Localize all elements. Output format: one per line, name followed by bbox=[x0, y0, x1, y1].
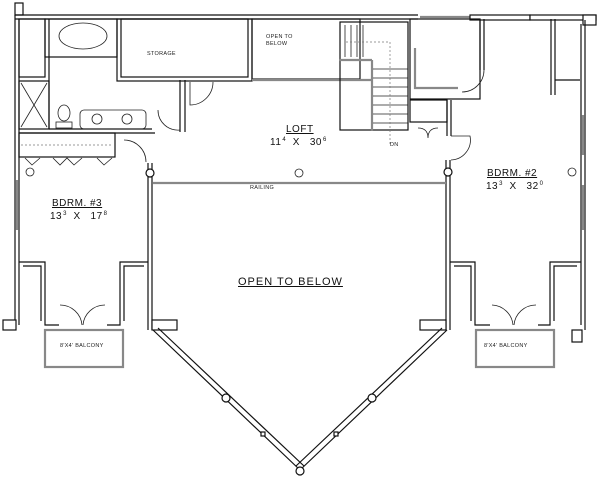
bdrm3-dim-b-in: 8 bbox=[103, 211, 108, 217]
bedroom2-walls bbox=[419, 261, 583, 369]
hall-closets bbox=[409, 18, 580, 161]
bedroom3-closet bbox=[18, 132, 577, 177]
open-to-below-main-label: OPEN TO BELOW bbox=[238, 276, 343, 288]
exterior-walls bbox=[14, 2, 597, 330]
bdrm3-room-name: BDRM. #3 bbox=[52, 198, 103, 209]
bdrm3-dimensions: 133 X 178 bbox=[50, 211, 108, 222]
open-to-below-stair-area bbox=[251, 18, 372, 82]
bdrm2-room-name: BDRM. #2 bbox=[487, 168, 538, 179]
bdrm2-dimensions: 133 X 320 bbox=[486, 181, 544, 192]
loft-dim-b-in: 6 bbox=[322, 137, 327, 143]
bdrm2-dim-x: X bbox=[509, 181, 517, 192]
angled-window-wall bbox=[152, 327, 448, 476]
open-to-below-small-line2: BELOW bbox=[266, 41, 288, 47]
loft-dim-b: 30 bbox=[309, 137, 322, 148]
open-to-below-small-line1: OPEN TO bbox=[266, 34, 293, 40]
bdrm2-dim-b-in: 0 bbox=[539, 181, 544, 187]
loft-room-name: LOFT bbox=[286, 124, 314, 135]
bdrm3-dim-a: 13 bbox=[50, 211, 63, 222]
bathroom bbox=[19, 18, 186, 134]
bdrm2-dim-b: 32 bbox=[526, 181, 539, 192]
bdrm3-dim-b: 17 bbox=[90, 211, 103, 222]
railing-label: RAILING bbox=[250, 185, 275, 191]
bdrm2-dim-a: 13 bbox=[486, 181, 499, 192]
staircase bbox=[339, 21, 409, 145]
bdrm3-dim-x: X bbox=[73, 211, 81, 222]
bdrm2-dim-a-in: 3 bbox=[499, 181, 503, 187]
stair-down-label: DN bbox=[390, 142, 399, 148]
bdrm3-dim-a-in: 3 bbox=[63, 211, 67, 217]
open-to-below-small-label: OPEN TO BELOW bbox=[266, 34, 293, 48]
storage-label: STORAGE bbox=[147, 51, 176, 57]
loft-walls bbox=[123, 139, 453, 330]
left-closets bbox=[18, 18, 50, 130]
loft-dimensions: 114 X 306 bbox=[270, 137, 327, 148]
loft-dim-a-in: 4 bbox=[282, 137, 287, 143]
loft-dim-a: 11 bbox=[270, 137, 282, 148]
balcony-right-label: 8'X4' BALCONY bbox=[484, 343, 528, 349]
bedroom3-walls bbox=[2, 261, 178, 369]
loft-dim-x: X bbox=[292, 137, 300, 148]
balcony-left-label: 8'X4' BALCONY bbox=[60, 343, 104, 349]
